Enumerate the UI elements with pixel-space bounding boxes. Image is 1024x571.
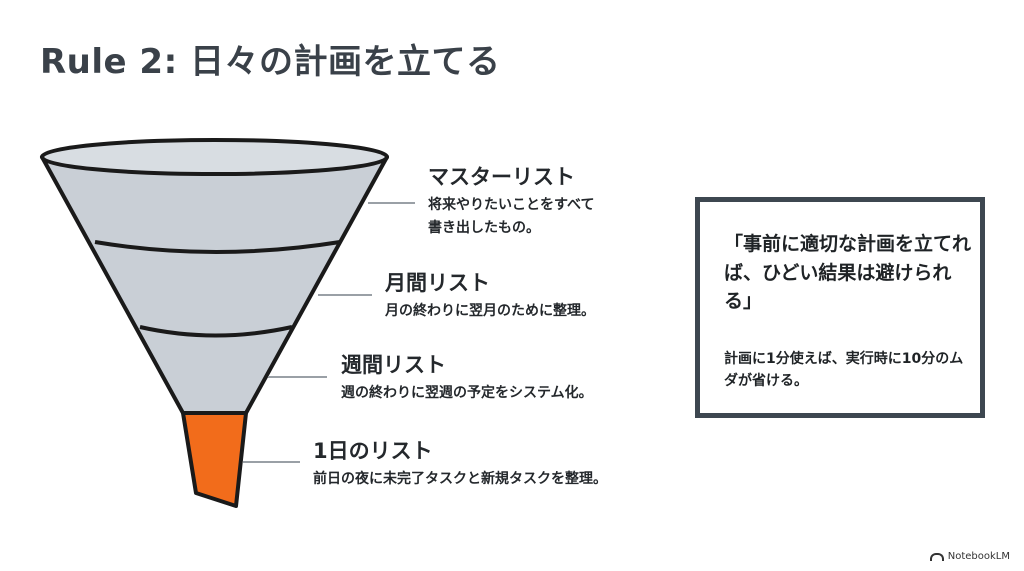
- desc-line: 前日の夜に未完了タスクと新規タスクを整理。: [313, 471, 607, 488]
- quote-subtext: 計画に1分使えば、実行時に10分のムダが省ける。: [724, 351, 964, 390]
- funnel-cone: [40, 155, 389, 415]
- notebooklm-watermark: NotebookLM: [929, 551, 1010, 562]
- funnel-label-desc: 前日の夜に未完了タスクと新規タスクを整理。: [313, 468, 607, 490]
- funnel-label-desc: 将来やりたいことをすべて 書き出したもの。: [428, 194, 594, 239]
- desc-line: 月の終わりに翌月のために整理。: [385, 303, 595, 320]
- funnel-label-monthly: 月間リスト 月の終わりに翌月のために整理。: [385, 271, 595, 323]
- quote-box: 「事前に適切な計画を立てれば、ひどい結果は避けられる」 計画に1分使えば、実行時…: [695, 197, 985, 418]
- funnel-spout: [181, 411, 248, 508]
- funnel-label-weekly: 週間リスト 週の終わりに翌週の予定をシステム化。: [341, 353, 593, 405]
- funnel-band-divider-2: [139, 325, 293, 338]
- desc-line: 書き出したもの。: [428, 219, 540, 236]
- desc-line: 将来やりたいことをすべて: [428, 197, 595, 214]
- funnel-label-desc: 週の終わりに翌週の予定をシステム化。: [341, 382, 593, 404]
- quote-text: 「事前に適切な計画を立てれば、ひどい結果は避けられる」: [724, 233, 972, 312]
- notebooklm-logo-icon: [929, 552, 944, 561]
- funnel-label-daily: 1日のリスト 前日の夜に未完了タスクと新規タスクを整理。: [313, 439, 607, 491]
- funnel-label-desc: 月の終わりに翌月のために整理。: [385, 300, 595, 322]
- funnel-label-title: 週間リスト: [341, 353, 446, 377]
- funnel-label-master: マスターリスト 将来やりたいことをすべて 書き出したもの。: [428, 165, 594, 239]
- desc-line: 週の終わりに翌週の予定をシステム化。: [341, 385, 593, 402]
- funnel-label-title: 月間リスト: [385, 271, 490, 295]
- funnel-label-title: 1日のリスト: [313, 439, 433, 463]
- funnel-label-title: マスターリスト: [428, 165, 575, 189]
- slide-title: Rule 2: 日々の計画を立てる: [40, 42, 501, 82]
- funnel-band-divider-1: [94, 240, 341, 254]
- watermark-label: NotebookLM: [947, 551, 1010, 562]
- funnel-top-rim: [40, 138, 389, 176]
